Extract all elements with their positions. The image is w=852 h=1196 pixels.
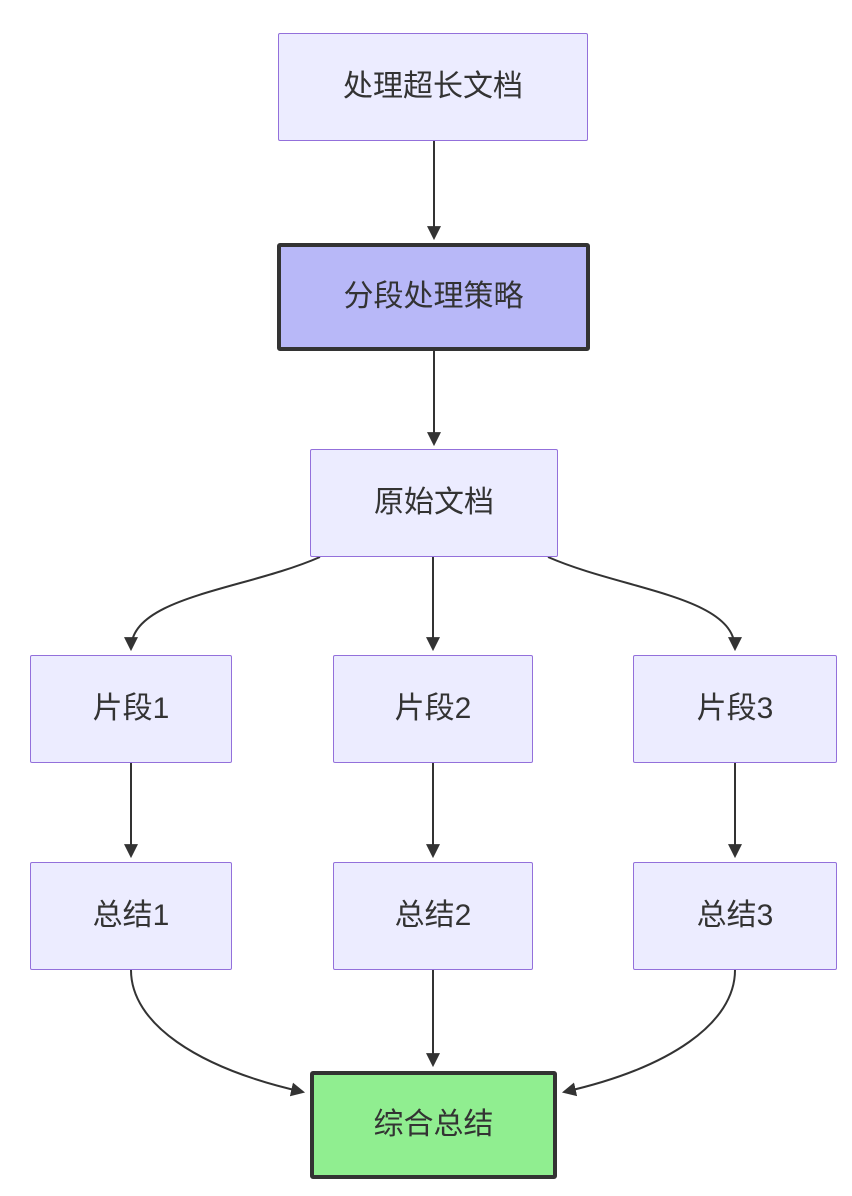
- node-process-long-document: 处理超长文档: [278, 33, 588, 141]
- node-segment-strategy: 分段处理策略: [277, 243, 590, 351]
- node-combined-summary: 综合总结: [310, 1071, 557, 1179]
- node-fragment-1: 片段1: [30, 655, 232, 763]
- edge-summary3-to-result: [561, 969, 736, 1097]
- node-summary-2: 总结2: [333, 862, 533, 970]
- node-fragment-2: 片段2: [333, 655, 533, 763]
- node-summary-1: 总结1: [30, 862, 232, 970]
- edge-summary1-to-result: [130, 969, 306, 1097]
- edge-document-to-fragment3: [547, 556, 742, 652]
- edge-document-to-fragment1: [124, 556, 321, 652]
- node-summary-3: 总结3: [633, 862, 837, 970]
- node-fragment-3: 片段3: [633, 655, 837, 763]
- node-original-document: 原始文档: [310, 449, 558, 557]
